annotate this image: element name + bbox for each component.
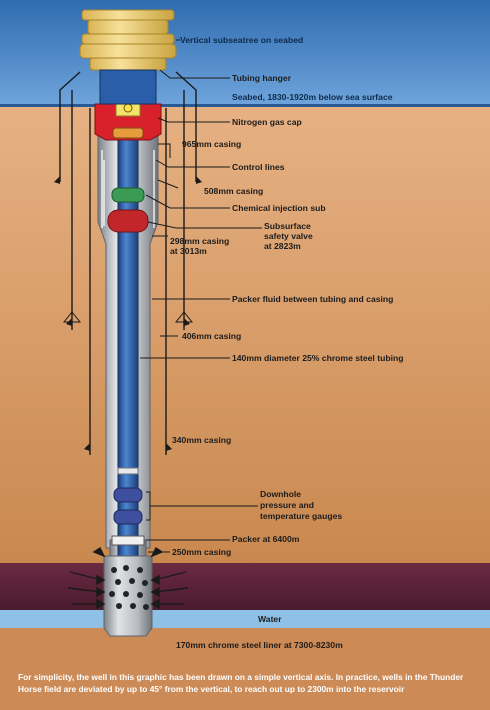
label-safety-valve-3: at 2823m <box>264 241 301 251</box>
label-seabed: Seabed, 1830-1920m below sea surface <box>232 92 393 102</box>
casing-shoes <box>54 176 202 451</box>
chemical-injection-sub <box>111 187 145 203</box>
inflow-arrows <box>67 546 189 610</box>
seabed-line <box>0 104 490 107</box>
reservoir-layer <box>0 563 490 610</box>
cap-band <box>112 127 144 139</box>
caption: For simplicity, the well in this graphic… <box>18 672 464 694</box>
label-casing-340: 340mm casing <box>172 435 232 445</box>
nitrogen-gas-cap <box>94 103 162 141</box>
label-gauges-1: Downhole <box>260 489 302 499</box>
liner-perforations <box>109 565 149 610</box>
label-safety-valve-2: safety valve <box>264 231 313 241</box>
gauge-sleeve <box>117 467 139 475</box>
ground-layer <box>0 107 490 563</box>
outer-casing-lines <box>59 71 197 455</box>
packer <box>111 535 145 546</box>
label-gauges-3: temperature gauges <box>260 511 343 521</box>
label-subsea-tree: Vertical subseatree on seabed <box>180 35 304 45</box>
label-tubing-hanger: Tubing hanger <box>232 73 292 83</box>
label-control-lines: Control lines <box>232 162 285 172</box>
label-water: Water <box>258 614 282 624</box>
leader-lines <box>140 39 262 553</box>
label-tubing-140: 140mm diameter 25% chrome steel tubing <box>232 353 404 363</box>
bottom-layer <box>0 628 490 710</box>
label-casing-298-2: at 3013m <box>170 246 207 256</box>
subsea-tree <box>79 9 177 105</box>
label-liner: 170mm chrome steel liner at 7300-8230m <box>176 640 343 650</box>
hanger-ring <box>123 103 133 113</box>
label-nitrogen-cap: Nitrogen gas cap <box>232 117 302 127</box>
water-layer <box>0 610 490 628</box>
label-packer: Packer at 6400m <box>232 534 300 544</box>
sea-layer <box>0 0 490 106</box>
label-casing-298-1: 298mm casing <box>170 236 230 246</box>
downhole-gauge-1 <box>113 487 143 503</box>
downhole-gauge-2 <box>113 509 143 525</box>
label-casing-508: 508mm casing <box>204 186 264 196</box>
label-safety-valve-1: Subsurface <box>264 221 311 231</box>
label-casing-406: 406mm casing <box>182 331 242 341</box>
label-casing-965: 965mm casing <box>182 139 242 149</box>
subsurface-safety-valve <box>107 209 149 233</box>
label-packer-fluid: Packer fluid between tubing and casing <box>232 294 394 304</box>
label-gauges-2: pressure and <box>260 500 314 510</box>
control-lines <box>101 150 155 228</box>
label-casing-250: 250mm casing <box>172 547 232 557</box>
label-chemical-sub: Chemical injection sub <box>232 203 326 213</box>
